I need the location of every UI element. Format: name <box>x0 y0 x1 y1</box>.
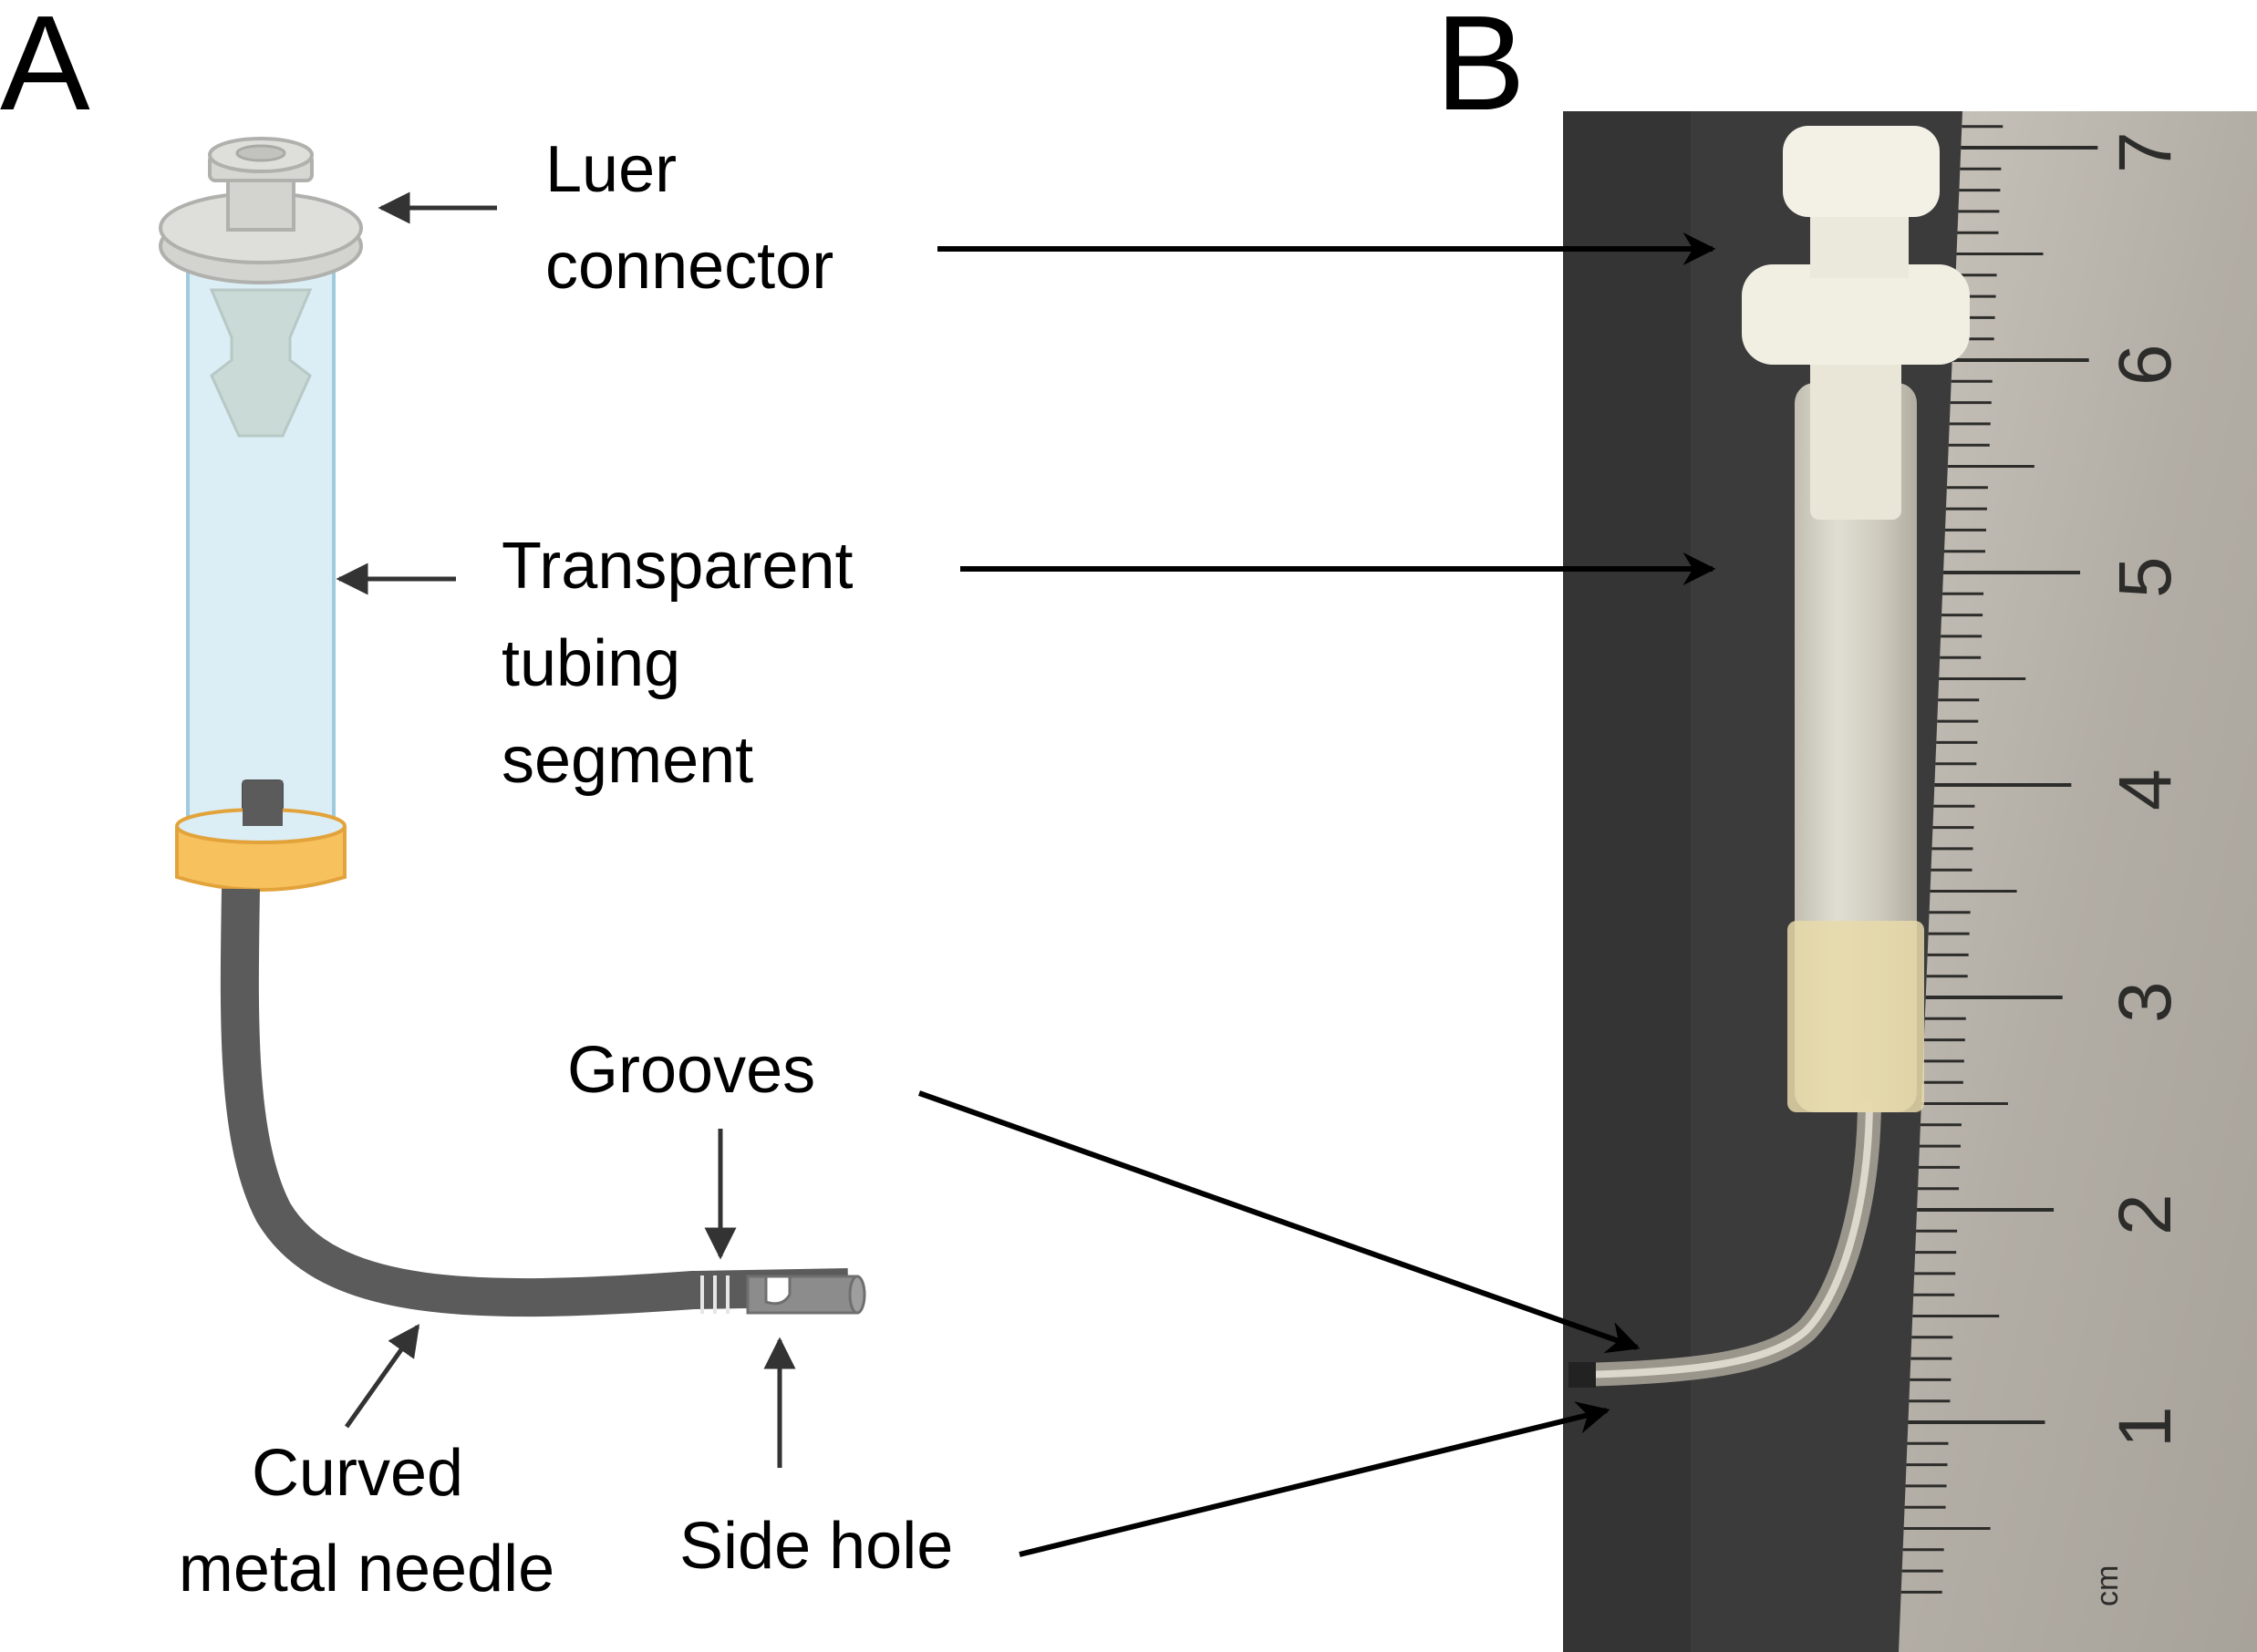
panel-letter-a: A <box>0 0 90 139</box>
photo-needle-highlight <box>1577 1098 1873 1378</box>
luer-lumen <box>235 144 286 162</box>
photograph: 1 2 3 4 5 6 7 cm <box>1563 111 2257 1652</box>
photo-luer-lower-neck <box>1810 356 1901 520</box>
ruler-number: 1 <box>2104 1406 2187 1448</box>
device-photo <box>1569 126 1970 1388</box>
label-transparent-tubing: Transparent tubing segment <box>502 530 872 797</box>
curved-needle <box>220 888 849 1317</box>
ruler-unit: cm <box>2090 1565 2125 1606</box>
side-hole <box>764 1275 792 1306</box>
arrow-b-side-hole <box>1019 1401 1610 1557</box>
panel-a: A <box>0 0 953 1606</box>
ruler-ticks <box>1900 125 2098 1594</box>
ruler-number: 3 <box>2104 981 2187 1023</box>
label-luer-connector: Luer connector <box>545 133 833 303</box>
schematic-device <box>159 137 866 1317</box>
grooves <box>700 1275 730 1314</box>
ruler-numbers: 1 2 3 4 5 6 7 <box>2104 131 2187 1448</box>
ruler <box>1899 111 2257 1652</box>
arrow-needle <box>344 1324 420 1429</box>
arrows-panel-a <box>336 191 796 1468</box>
photo-luer-top <box>1783 126 1940 217</box>
label-curved-needle: Curved metal needle <box>179 1437 554 1606</box>
ruler-number: 4 <box>2104 769 2187 811</box>
arrows-panel-b <box>917 232 1716 1557</box>
label-grooves: Grooves <box>567 1034 815 1107</box>
panel-letter-b: B <box>1435 0 1526 139</box>
ruler-number: 6 <box>2104 344 2187 386</box>
label-side-hole: Side hole <box>679 1510 953 1583</box>
needle-hub-stub-top <box>243 780 283 826</box>
arrow-b-grooves <box>917 1090 1641 1354</box>
panel-b: B 1 2 3 4 5 6 7 cm <box>917 0 2257 1652</box>
photo-needle-tip <box>1569 1362 1596 1388</box>
ruler-number: 7 <box>2104 131 2187 173</box>
photo-tubing-adhesive <box>1787 921 1924 1112</box>
needle-tip-end <box>848 1275 866 1315</box>
luer-inner-cone <box>209 288 313 438</box>
photo-luer-flange <box>1742 264 1970 365</box>
photo-shadow-left <box>1563 111 1691 1652</box>
ruler-number: 5 <box>2104 556 2187 598</box>
ruler-number: 2 <box>2104 1193 2187 1235</box>
needle-tip <box>746 1275 859 1315</box>
